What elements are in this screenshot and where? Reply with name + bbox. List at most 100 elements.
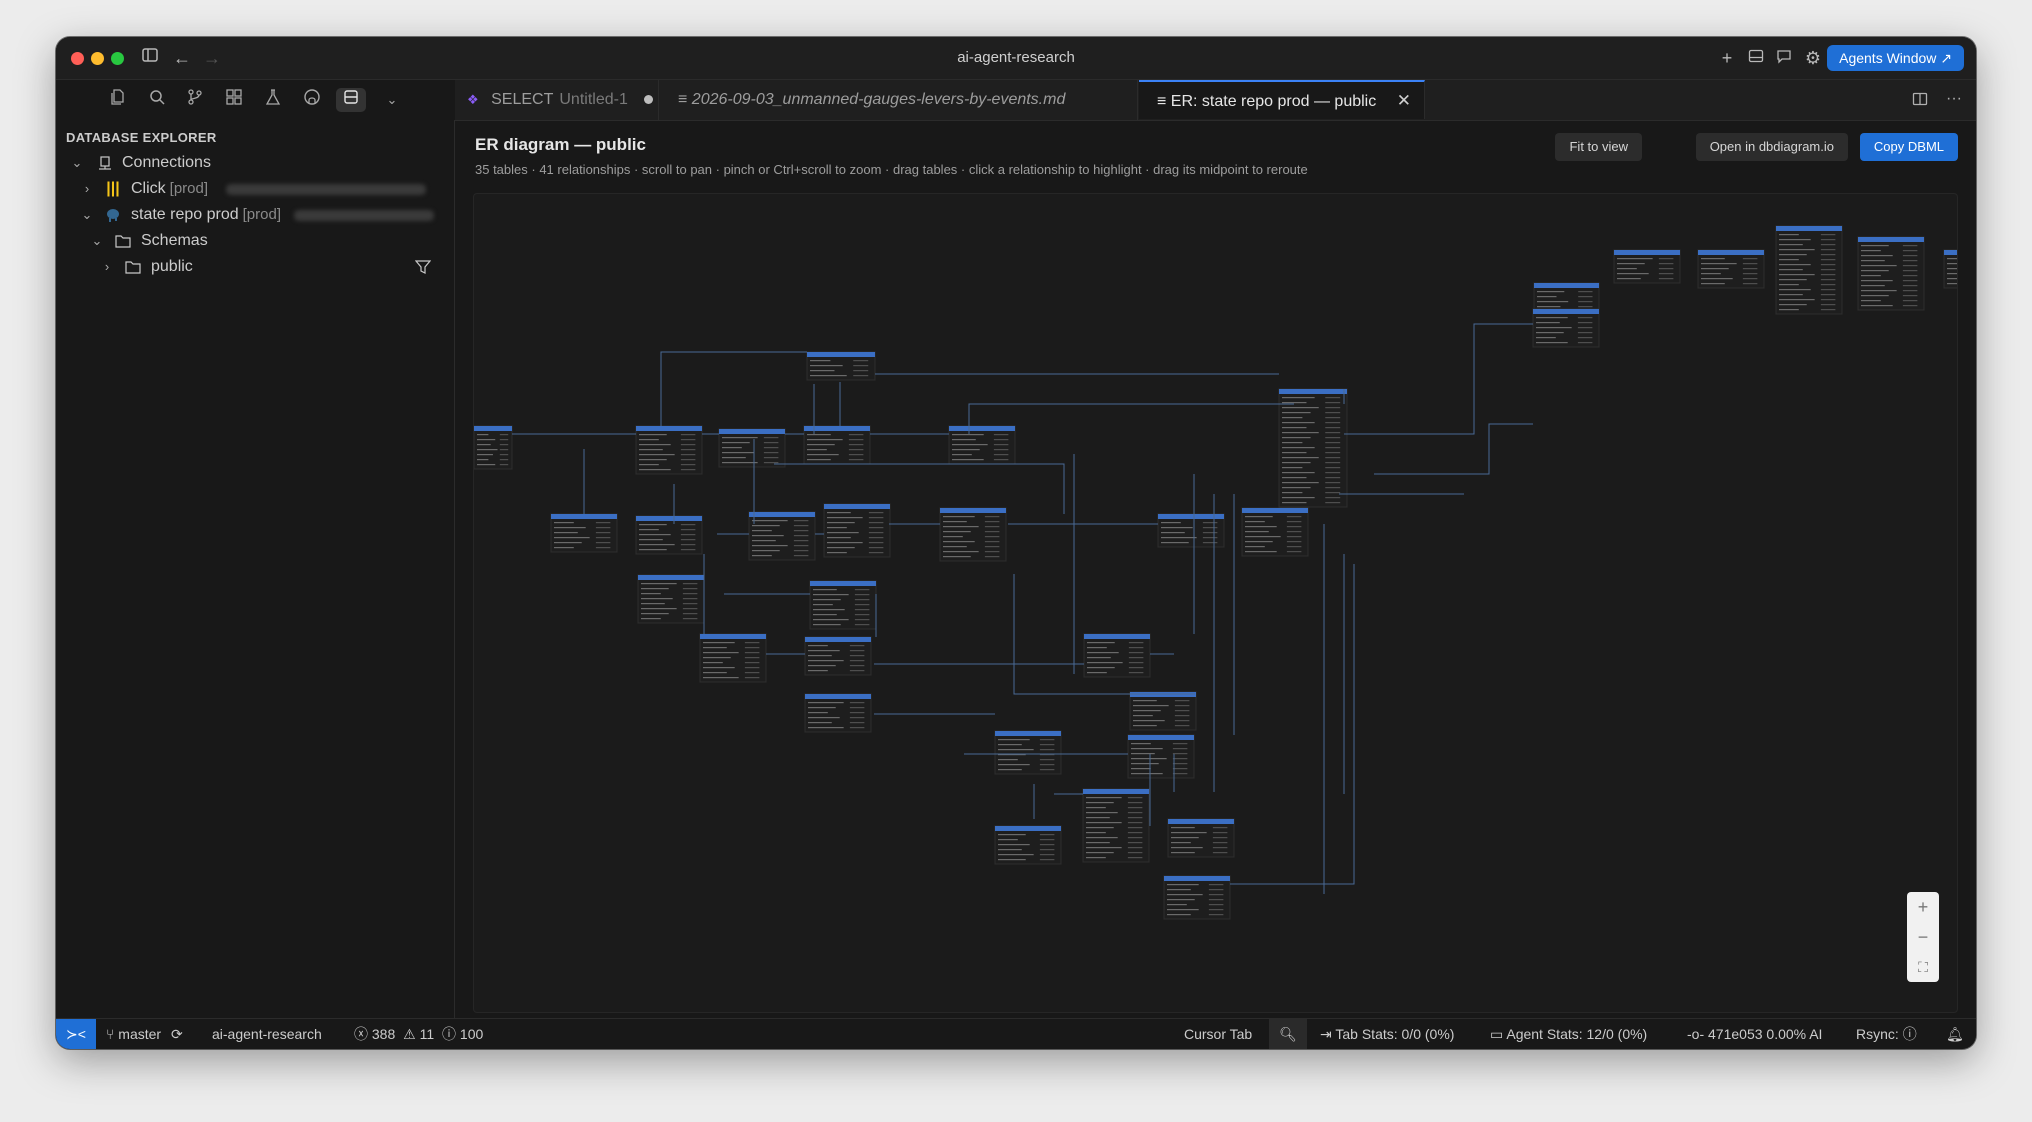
new-tab-plus-icon[interactable]: + — [1721, 48, 1733, 68]
tab-stats[interactable]: ⇥ Tab Stats: 0/0 (0%) — [1320, 1019, 1454, 1049]
database-explorer-sidebar: DATABASE EXPLORER ⌄ Connections › ||| Cl… — [56, 120, 455, 1019]
er-table-24[interactable] — [809, 580, 877, 630]
er-table-29[interactable] — [1129, 691, 1197, 731]
er-table-28[interactable] — [804, 693, 872, 733]
er-relationship-15[interactable] — [1344, 323, 1533, 435]
database-icon[interactable] — [336, 88, 366, 112]
er-table-8[interactable] — [1613, 249, 1681, 284]
tree-item-public[interactable]: › public — [56, 254, 454, 280]
redacted-host — [294, 210, 434, 221]
er-table-22[interactable] — [1241, 507, 1309, 557]
gear-icon[interactable]: ⚙ — [1804, 48, 1822, 68]
tab-er-diagram[interactable]: ≡ ER: state repo prod — public ✕ — [1139, 80, 1425, 119]
more-actions-icon[interactable]: ··· — [1946, 90, 1962, 107]
er-table-16[interactable] — [550, 513, 618, 553]
testing-flask-icon[interactable] — [261, 88, 285, 112]
commit-ai-stats[interactable]: -o- 471e053 0.00% AI — [1687, 1019, 1822, 1049]
er-table-1[interactable] — [474, 425, 513, 470]
github-icon[interactable] — [300, 88, 324, 112]
er-relationship-26[interactable] — [1013, 574, 1195, 695]
extensions-icon[interactable] — [222, 88, 246, 112]
er-table-34[interactable] — [1167, 818, 1235, 858]
rsync-status[interactable]: Rsync: ⓘ — [1856, 1019, 1917, 1049]
chevron-down-icon[interactable]: ⌄ — [386, 92, 398, 107]
open-dbdiagram-button[interactable]: Open in dbdiagram.io — [1695, 133, 1848, 161]
tree-item-state-repo-prod[interactable]: ⌄ state repo prod[prod] — [56, 202, 454, 228]
er-table-3[interactable] — [718, 428, 786, 468]
er-table-18[interactable] — [748, 511, 816, 561]
er-relationship-9[interactable] — [968, 403, 1294, 434]
back-arrow-icon[interactable]: ← — [173, 48, 191, 68]
filter-icon[interactable] — [414, 254, 432, 280]
er-canvas[interactable]: + − ⛶ — [473, 193, 1958, 1013]
copy-dbml-button[interactable]: Copy DBML — [1859, 133, 1958, 161]
er-relationship-17[interactable] — [1374, 423, 1533, 475]
er-table-4[interactable] — [803, 425, 871, 465]
files-icon[interactable] — [106, 88, 130, 112]
er-table-31[interactable] — [1127, 734, 1195, 779]
agent-chat-icon: ▭ — [1490, 1026, 1504, 1042]
chat-bubble-icon[interactable] — [1772, 46, 1796, 70]
er-table-26[interactable] — [804, 636, 872, 676]
er-table-20[interactable] — [939, 507, 1007, 562]
commit-label: 471e053 0.00% AI — [1708, 1026, 1823, 1042]
search-icon[interactable] — [145, 88, 169, 112]
tree-item-connections[interactable]: ⌄ Connections — [56, 150, 454, 176]
remote-icon[interactable]: ≻< — [56, 1019, 96, 1049]
er-table-2[interactable] — [635, 425, 703, 475]
agents-window-button[interactable]: Agents Window ↗ — [1827, 45, 1964, 71]
cursor-tab-label[interactable]: Cursor Tab — [1184, 1026, 1253, 1042]
close-tab-icon[interactable]: ✕ — [1396, 91, 1411, 110]
fit-to-view-button[interactable]: Fit to view — [1555, 133, 1642, 161]
er-table-9[interactable] — [1697, 249, 1765, 289]
er-table-12[interactable] — [1857, 236, 1925, 311]
chevron-down-icon: ⌄ — [81, 207, 93, 222]
forward-arrow-icon[interactable]: → — [203, 48, 221, 68]
er-table-33[interactable] — [1082, 788, 1150, 863]
er-table-15[interactable] — [1278, 388, 1348, 508]
er-table-5[interactable] — [948, 425, 1016, 465]
zoom-window-button[interactable] — [111, 52, 124, 65]
er-table-11[interactable] — [1775, 225, 1843, 315]
er-table-21[interactable] — [1157, 513, 1225, 548]
er-table-10[interactable] — [1532, 308, 1600, 348]
er-table-19[interactable] — [823, 503, 891, 558]
diagram-subtitle: 35 tables · 41 relationships · scroll to… — [475, 162, 1308, 177]
zoom-out-button[interactable]: − — [1907, 922, 1939, 952]
er-table-32[interactable] — [994, 825, 1062, 865]
er-relationship-5[interactable] — [660, 351, 807, 426]
branch-indicator[interactable]: ⑂ master ⟳ — [106, 1019, 183, 1049]
tree-item-click[interactable]: › ||| Click[prod] — [56, 176, 454, 202]
server-icon — [96, 150, 114, 176]
zoom-in-button[interactable]: + — [1907, 892, 1939, 922]
er-table-30[interactable] — [994, 730, 1062, 775]
notifications-bell-icon[interactable]: 🔔︎ — [1946, 1026, 1964, 1042]
er-table-23[interactable] — [637, 574, 705, 624]
split-editor-icon[interactable] — [1912, 90, 1932, 107]
sidebar-toggle-icon[interactable] — [138, 46, 162, 70]
er-table-6[interactable] — [806, 351, 876, 381]
minimize-window-button[interactable] — [91, 52, 104, 65]
errors-count: 388 — [371, 1026, 396, 1042]
source-control-icon[interactable] — [183, 88, 207, 112]
tree-item-schemas[interactable]: ⌄ Schemas — [56, 228, 454, 254]
app-window: ← → ai-agent-research + ⚙ Agents Window … — [56, 37, 1976, 1049]
er-relationship-37[interactable] — [1230, 564, 1355, 885]
sync-icon[interactable]: ⟳ — [170, 1026, 183, 1042]
agent-stats[interactable]: ▭ Agent Stats: 12/0 (0%) — [1490, 1019, 1647, 1049]
er-table-25[interactable] — [699, 633, 767, 683]
er-table-17[interactable] — [635, 515, 703, 555]
er-table-27[interactable] — [1083, 633, 1151, 678]
tab-markdown-file[interactable]: ≡ 2026-09-03_unmanned-gauges-levers-by-e… — [660, 80, 1138, 120]
close-window-button[interactable] — [71, 52, 84, 65]
er-table-35[interactable] — [1163, 875, 1231, 920]
zoom-search-icon[interactable]: 🔍︎ — [1269, 1019, 1307, 1049]
panel-layout-icon[interactable] — [1744, 46, 1768, 70]
repo-label[interactable]: ai-agent-research — [212, 1026, 322, 1042]
er-table-13[interactable] — [1943, 249, 1958, 289]
er-relationship-13[interactable] — [774, 463, 1065, 514]
fullscreen-icon[interactable]: ⛶ — [1907, 952, 1939, 982]
problems-indicator[interactable]: ⓧ 388 ⚠ 11 ⓘ 100 — [354, 1019, 483, 1049]
er-diagram-svg[interactable] — [474, 194, 1958, 1002]
